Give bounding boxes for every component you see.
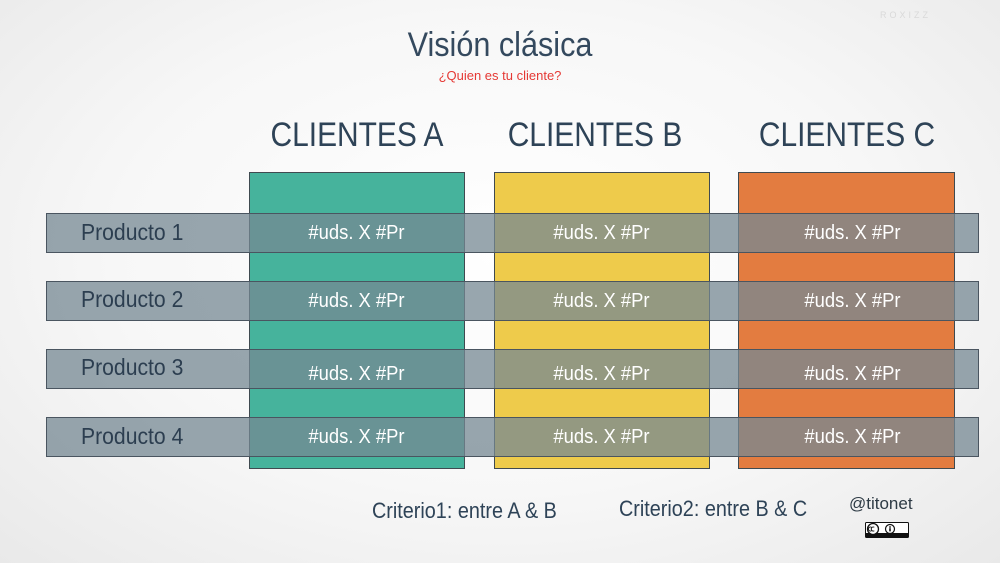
cell-p2-a: #uds. X #Pr — [308, 290, 405, 312]
slide-subtitle: ¿Quien es tu cliente? — [438, 68, 562, 83]
cell-p3-a: #uds. X #Pr — [308, 363, 405, 385]
cell-p2-b: #uds. X #Pr — [553, 290, 650, 312]
product-row-4 — [46, 417, 979, 457]
criterion-1: Criterio1: entre A & B — [372, 498, 557, 523]
cell-p1-c: #uds. X #Pr — [804, 222, 901, 244]
product-label-4: Producto 4 — [81, 423, 184, 449]
column-header-b: CLIENTES B — [507, 116, 683, 154]
author-handle: @titonet — [849, 494, 913, 513]
criterion-2: Criterio2: entre B & C — [619, 496, 808, 521]
cell-p2-c: #uds. X #Pr — [804, 290, 901, 312]
product-label-1: Producto 1 — [81, 219, 184, 245]
cell-p4-a: #uds. X #Pr — [308, 426, 405, 448]
cell-p1-b: #uds. X #Pr — [553, 222, 650, 244]
column-header-c: CLIENTES C — [758, 116, 936, 154]
cell-p4-c: #uds. X #Pr — [804, 426, 901, 448]
cell-p4-b: #uds. X #Pr — [553, 426, 650, 448]
product-row-3 — [46, 349, 979, 389]
column-header-a: CLIENTES A — [270, 116, 444, 154]
product-row-2 — [46, 281, 979, 321]
cc-by-icon — [865, 522, 909, 538]
cell-p1-a: #uds. X #Pr — [308, 222, 405, 244]
slide-title: Visión clásica — [407, 26, 593, 64]
watermark: ROXIZZ — [880, 10, 931, 20]
product-label-2: Producto 2 — [81, 286, 184, 312]
cell-p3-b: #uds. X #Pr — [553, 363, 650, 385]
product-label-3: Producto 3 — [81, 354, 184, 380]
product-row-1 — [46, 213, 979, 253]
cell-p3-c: #uds. X #Pr — [804, 363, 901, 385]
